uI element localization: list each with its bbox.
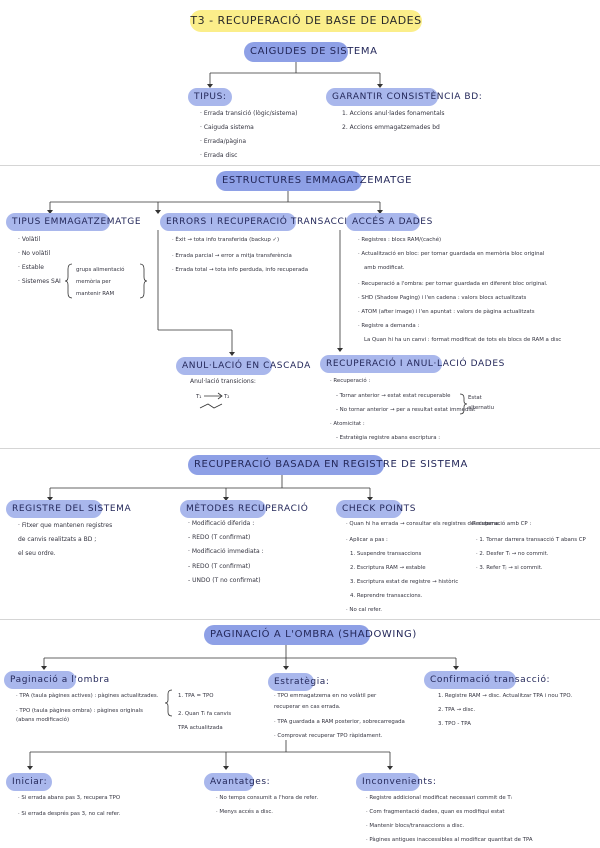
list-item: · Si errada abans pas 3, recupera TPO (18, 795, 121, 801)
list-item: 1. Suspendre transaccions (350, 551, 422, 557)
brace-note: grups alimentació (76, 267, 125, 273)
node-avantatges: Avantatges: (204, 773, 270, 791)
list-item: · Pàgines antigues inaccessibles al modi… (366, 837, 533, 843)
list-item: 2. Escriptura RAM → estable (350, 565, 426, 571)
list-item: Recuperació amb CP : (472, 521, 532, 527)
list-item: de canvis realitzats a BD ; (18, 536, 97, 543)
list-item: · Actualització en bloc: per tornar guar… (358, 251, 545, 257)
brace-note: memòria per (76, 279, 111, 285)
list-item: · Quan hi ha errada → consultar els regi… (346, 521, 501, 527)
list-item: · Modificació diferida : (188, 520, 255, 527)
list-item: · 1. Tornar darrera transacció T abans C… (476, 537, 586, 543)
node-errors-recuperacio: ERRORS i RECUPERACIÓ TRANSACCIONS (160, 213, 368, 231)
node-acces-dades: ACCÉS A DADES (346, 213, 432, 231)
list-item: · ATOM (after image) i l'en apuntat : va… (358, 309, 535, 315)
list-item: · Modificació immediata : (188, 548, 264, 555)
section-divider (0, 619, 600, 620)
list-item: - REDO (T confirmat) (188, 563, 251, 570)
node-paginacio-ombra: Paginació a l'ombra (4, 671, 109, 689)
list-item: · TPA (taula pàgines actives) : pàgines … (16, 693, 159, 699)
list-item: · No volàtil (18, 250, 51, 257)
node-check-points: CHECK POINTS (336, 500, 415, 518)
list-item: · Recuperació : (330, 378, 371, 384)
step-item: 2. Quan Tᵢ fa canvis (178, 711, 232, 717)
brace-note: Estat (468, 395, 482, 401)
list-item: · Errada transició (lògic/sistema) (200, 110, 298, 117)
list-item: · Aplicar a pas : (346, 537, 388, 543)
node-anulacio-cascada: ANUL·LACIÓ EN CASCADA (176, 357, 310, 375)
list-item: · Errada parcial → error a mitja transfe… (172, 253, 292, 259)
list-item: - REDO (T confirmat) (188, 534, 251, 541)
section-divider (0, 448, 600, 449)
page-title: T3 - RECUPERACIÓ DE BASE DE DADES (190, 10, 422, 32)
list-item: 4. Reprendre transaccions. (350, 593, 423, 599)
list-item: · Registres : blocs RAM/(caché) (358, 237, 442, 243)
list-item: La Quan hi ha un canvi : format modifica… (364, 337, 562, 343)
list-item: 1. Registre RAM → disc. Actualitzar TPA … (438, 693, 573, 699)
node-inconvenients: Inconvenients: (356, 773, 436, 791)
list-item: · Recuperació a l'ombra: per tornar guar… (358, 281, 548, 287)
list-item: · Comprovat recuperar TPO ràpidament. (274, 733, 383, 739)
step-item: 1. TPA = TPO (178, 693, 214, 699)
diagram-label: T₁ (196, 394, 202, 400)
list-item: - Tornar anterior → estat estat recupera… (336, 393, 451, 399)
node-metodes-recuperacio: MÈTODES RECUPERACIÓ (180, 500, 308, 518)
list-item: · 2. Desfer Tᵢ → no commit. (476, 551, 549, 557)
list-item: - Estratègia registre abans escriptura : (336, 435, 441, 441)
node-iniciar: Iniciar: (6, 773, 52, 791)
list-item: · No cal refer. (346, 607, 383, 613)
section-header-caigudes: CAIGUDES DE SISTEMA (244, 42, 377, 62)
section-header-registre: RECUPERACIÓ BASADA EN REGISTRE DE SISTEM… (188, 455, 467, 475)
list-item: · Menys accés a disc. (216, 809, 274, 815)
node-tipus-emmagatzematge: TIPUS EMMAGATZEMATGE (6, 213, 141, 231)
list-item: · TPO emmagatzema en no volàtil per (274, 693, 377, 699)
list-item: · SHD (Shadow Paging) i l'en cadena : va… (358, 295, 527, 301)
list-item: · 3. Refer Tⱼ → si commit. (476, 565, 543, 571)
list-item: - UNDO (T no confirmat) (188, 577, 261, 584)
list-item: · TPA guardada a RAM posterior, sobrecar… (274, 719, 405, 725)
list-item: el seu ordre. (18, 550, 56, 557)
section-header-estructures: ESTRUCTURES EMMAGATZEMATGE (216, 171, 411, 191)
node-registre-sistema: REGISTRE DEL SISTEMA (6, 500, 131, 518)
anulacio-subtitle: Anul·lació transicions: (190, 378, 256, 385)
list-item: · Estable (18, 264, 44, 271)
node-tipus-caigudes: TIPUS: (188, 88, 232, 106)
list-item: 1. Accions anul·lades fonamentals (342, 110, 445, 117)
list-item: · Registre a demanda : (358, 323, 420, 329)
list-item: amb modificat. (364, 265, 405, 271)
list-item: 2. TPA → disc. (438, 707, 476, 713)
diagram-label: T₂ (224, 394, 230, 400)
node-confirmacio-transaccio: Confirmació transacció: (424, 671, 550, 689)
brace-note: alternatiu (468, 405, 495, 411)
list-item: · Fitxer que mantenen registres (18, 522, 113, 529)
list-item: · Sistemes SAI (18, 278, 61, 285)
node-garantir-consistencia: GARANTIR CONSISTÈNCIA BD: (326, 88, 482, 106)
list-item: · Errada total → tota info perduda, info… (172, 267, 308, 273)
node-recuperacio-anulacio: RECUPERACIÓ i ANUL·LACIÓ DADES (320, 355, 504, 373)
section-header-paginacio: PAGINACIÓ A L'OMBRA (SHADOWING) (204, 625, 416, 645)
list-item: 2. Accions emmagatzemades bd (342, 124, 440, 131)
list-item: 3. TPO - TPA (438, 721, 471, 727)
list-item: · No temps consumit a l'hora de refer. (216, 795, 319, 801)
list-item: · Caiguda sistema (200, 124, 254, 131)
list-item: · Errada disc (200, 152, 238, 159)
list-item: · Èxit → tota info transferida (backup ✓… (172, 237, 280, 243)
list-item: · Si errada després pas 3, no cal refer. (18, 811, 121, 817)
list-item: - No tornar anterior → per a resultat es… (336, 407, 476, 413)
list-item: · Registre addicional modificat necessar… (366, 795, 512, 801)
list-item: · Mantenir blocs/transaccions a disc. (366, 823, 465, 829)
node-estrategia: Estratègia: (268, 673, 329, 691)
list-item: · Volàtil (18, 236, 41, 243)
brace-note: mantenir RAM (76, 291, 115, 297)
list-item: · TPO (taula pàgines ombra) : pàgines or… (16, 708, 143, 714)
section-divider (0, 165, 600, 166)
list-item: · Errada/pàgina (200, 138, 247, 145)
list-item: · Com fragmentació dades, quan es modifi… (366, 809, 505, 815)
list-item: (abans modificació) (16, 717, 70, 723)
list-item: · Atomicitat : (330, 421, 365, 427)
list-item: 3. Escriptura estat de registre → històr… (350, 579, 459, 585)
list-item: recuperar en cas errada. (274, 704, 341, 710)
step-item: TPA actualitzada (178, 725, 223, 731)
